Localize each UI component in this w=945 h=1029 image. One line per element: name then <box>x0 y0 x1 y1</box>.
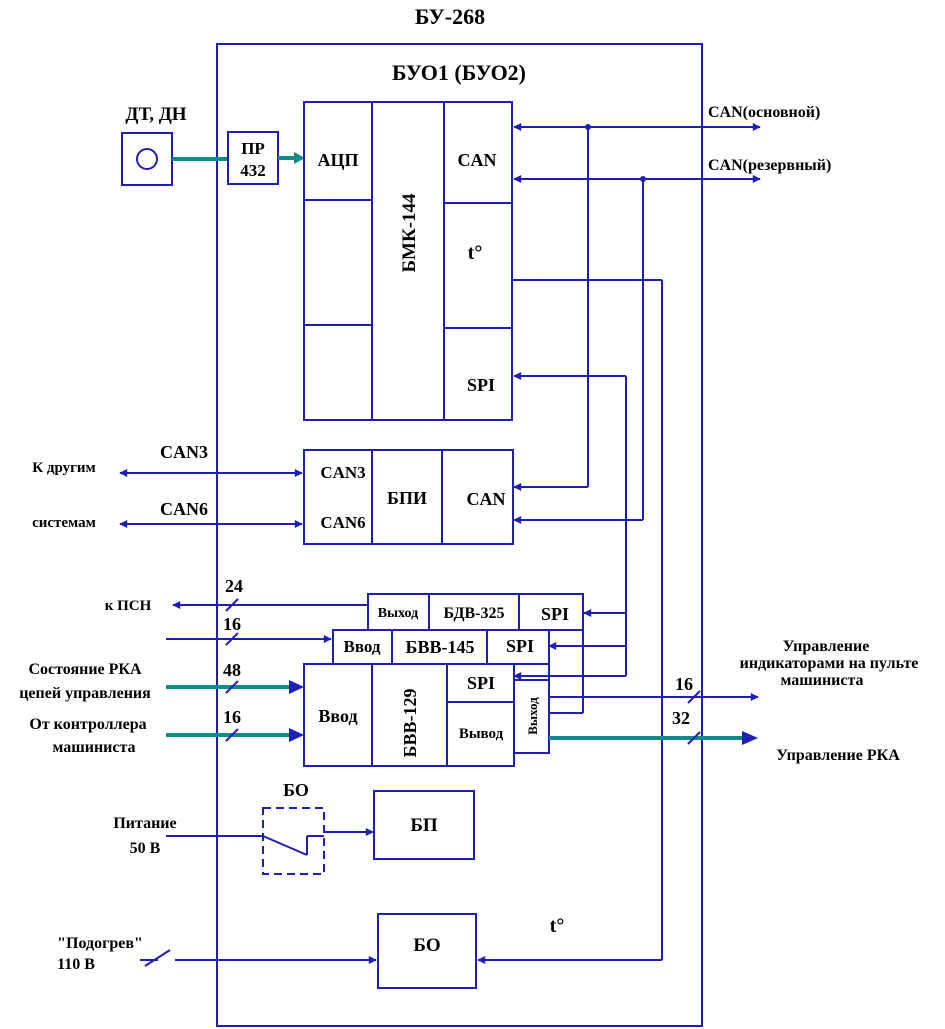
bo-switch-box <box>262 807 325 875</box>
bpi-label: БПИ <box>387 488 427 508</box>
adc-label: АЦП <box>317 150 358 170</box>
bvv145-out-box <box>513 679 550 754</box>
bus-32-label: 32 <box>672 708 690 728</box>
bdv325-label: БДВ-325 <box>444 605 505 622</box>
bp-box <box>373 790 475 860</box>
bus-16b-label: 16 <box>223 707 241 727</box>
psn-label: к ПСН <box>105 598 152 614</box>
sensor-label: ДТ, ДН <box>125 104 186 125</box>
bp-label: БП <box>410 815 438 836</box>
diagram-title: БУ-268 <box>415 4 485 29</box>
bvv129-label: БВВ-129 <box>400 689 420 758</box>
pr432-label-2: 432 <box>240 161 266 180</box>
heat-label-1: "Подогрев" <box>57 935 143 952</box>
sensor-icon <box>136 148 158 170</box>
can-main-label: CAN(основной) <box>708 104 820 121</box>
systems-label: системам <box>32 515 96 531</box>
bvv145-label: БВВ-145 <box>406 637 475 657</box>
bpi-can-label: CAN <box>467 489 506 509</box>
bdv-spi-label: SPI <box>541 604 569 624</box>
bus-24-label: 24 <box>225 576 243 596</box>
heat-label-2: 110 В <box>57 956 95 973</box>
bvv145-in-label: Ввод <box>343 637 380 656</box>
ctrl-circuits-label: цепей управления <box>19 685 151 702</box>
bus-16a-label: 16 <box>223 614 241 634</box>
heater-switch-icon <box>144 949 171 967</box>
indicator-label-3: машиниста <box>780 672 863 689</box>
bvv129-in-label: Ввод <box>318 706 357 726</box>
indicator-label-2: индикаторами на пульте <box>740 655 919 672</box>
rka-control-label: Управление РКА <box>776 747 900 764</box>
power-label-2: 50 В <box>130 840 161 857</box>
bmk-spi-label: SPI <box>467 375 495 395</box>
indicator-label-1: Управление <box>783 638 870 655</box>
pr432-arrow <box>294 152 305 164</box>
bus-16c-label: 16 <box>675 674 693 694</box>
power-switch-icon <box>262 835 308 856</box>
bo-dashed-label: БО <box>283 780 309 800</box>
bpi-box <box>303 449 514 545</box>
sensor-box <box>121 132 173 186</box>
bvv129-spi-label: SPI <box>467 673 495 693</box>
bottom-temp-label: t° <box>550 915 565 937</box>
driver-label: машиниста <box>52 739 135 756</box>
bvv129-out-label: Вывод <box>459 726 504 742</box>
bmk-can-label: CAN <box>458 150 497 170</box>
bvv145-spi-label: SPI <box>506 636 534 656</box>
can-reserve-label: CAN(резервный) <box>708 157 831 174</box>
bus-48-label: 48 <box>223 660 241 680</box>
bpi-can6-label: CAN6 <box>320 513 365 532</box>
bmk-temp-label: t° <box>468 242 483 264</box>
rka-state-label: Состояние РКА <box>28 661 142 678</box>
bvv145-out-label: Выход <box>525 697 540 735</box>
can6-label: CAN6 <box>160 499 208 519</box>
bmk144-box <box>303 101 513 421</box>
buo-unit-box <box>216 43 703 1027</box>
to-other-label: К другим <box>32 460 96 476</box>
can3-label: CAN3 <box>160 442 208 462</box>
from-controller-label: От контроллера <box>29 716 146 733</box>
bdv-out-label: Выход <box>378 606 418 621</box>
bo-label: БО <box>413 935 440 956</box>
bmk144-label: БМК-144 <box>399 193 420 273</box>
bo-box <box>377 913 477 989</box>
unit-title: БУО1 (БУО2) <box>392 60 526 85</box>
power-label-1: Питание <box>113 815 176 832</box>
bpi-can3-label: CAN3 <box>320 463 365 482</box>
pr432-label-1: ПР <box>241 139 265 158</box>
